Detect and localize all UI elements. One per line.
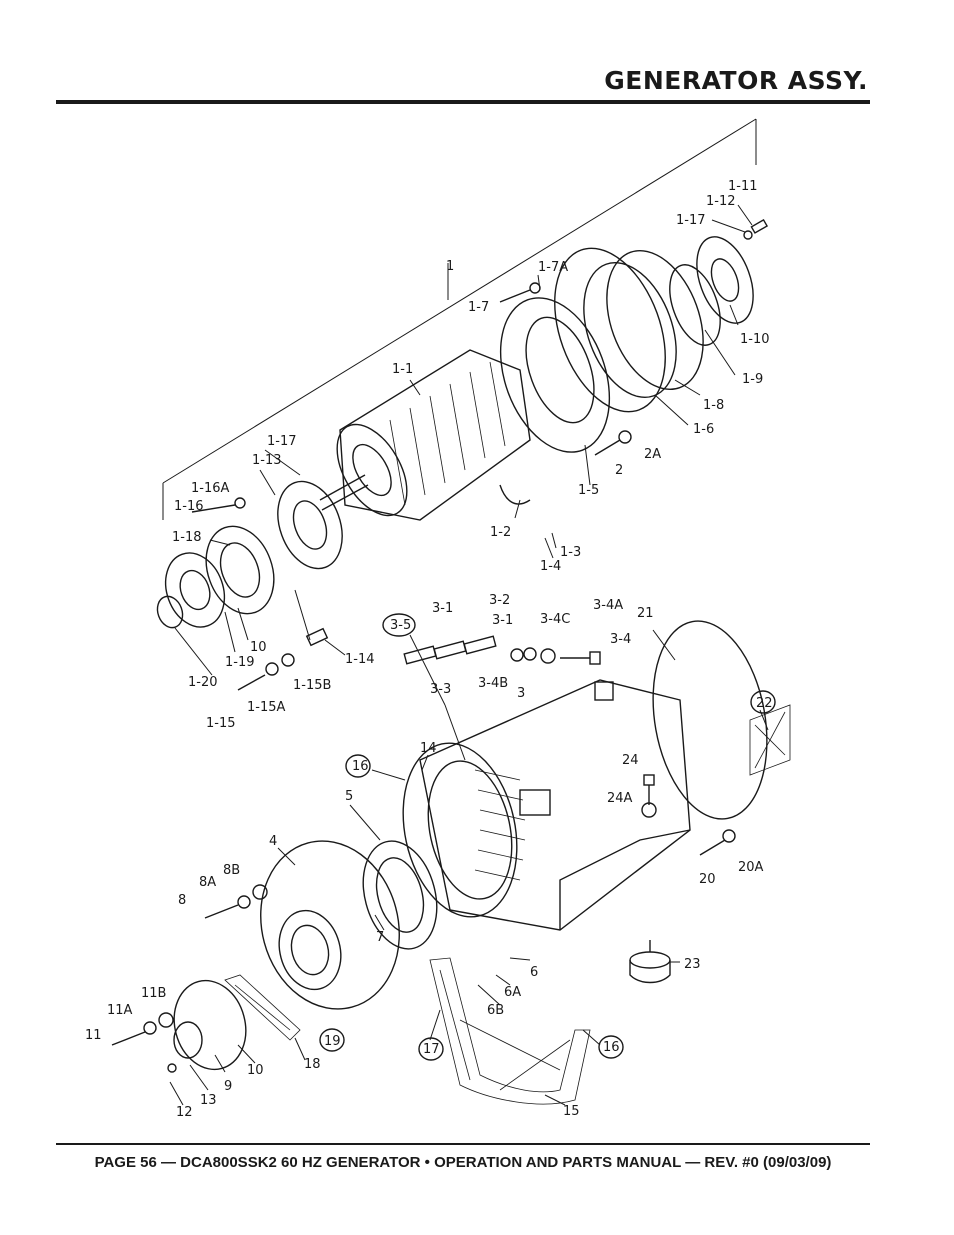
- part-label: 1-2: [490, 525, 511, 540]
- part-label: 18: [304, 1057, 321, 1072]
- part-label: 13: [200, 1093, 217, 1108]
- part-label: 16: [352, 759, 369, 774]
- footer-rule: [56, 1143, 870, 1145]
- end-plates: [669, 236, 754, 346]
- part-label: 21: [637, 606, 654, 621]
- part-label: 22: [756, 696, 773, 711]
- header-rule: [56, 100, 870, 104]
- page-title: GENERATOR ASSY.: [604, 66, 868, 95]
- part-label: 14: [420, 741, 437, 756]
- part-label: 1-13: [252, 453, 282, 468]
- part-label: 1-4: [540, 559, 561, 574]
- page-footer: PAGE 56 — DCA800SSK2 60 HZ GENERATOR • O…: [94, 1154, 832, 1171]
- part-label: 1-15: [206, 716, 236, 731]
- part-label: 10: [247, 1063, 264, 1078]
- part-label: 12: [176, 1105, 193, 1120]
- part-label: 3-4: [610, 632, 631, 647]
- screen-bands: [224, 957, 591, 1105]
- rotor-group-bracket: [162, 118, 757, 520]
- fan-ring: [583, 249, 704, 399]
- part-label: 1-5: [578, 483, 599, 498]
- part-label: 1-20: [188, 675, 218, 690]
- part-labels: 1-111-121-171-7A1-711-101-91-81-61-12A21…: [85, 179, 773, 1120]
- cover-band: [652, 620, 791, 820]
- brush-holder-set: [403, 635, 601, 665]
- part-label: 9: [224, 1079, 232, 1094]
- part-label: 11B: [141, 986, 166, 1001]
- part-label: 16: [603, 1040, 620, 1055]
- part-label: 3-1: [432, 601, 453, 616]
- part-label: 1: [446, 259, 454, 274]
- part-label: 1-15A: [247, 700, 286, 715]
- part-label: 2: [615, 463, 623, 478]
- part-label: 8A: [199, 875, 216, 890]
- leader-lines: [169, 204, 769, 1106]
- part-label: 1-12: [706, 194, 736, 209]
- part-label: 3-3: [430, 682, 451, 697]
- part-label: 1-15B: [293, 678, 331, 693]
- part-label: 6B: [487, 1003, 504, 1018]
- exciter-stator: [362, 840, 438, 950]
- part-label: 23: [684, 957, 701, 972]
- part-label: 1-11: [728, 179, 758, 194]
- part-label: 1-16A: [191, 481, 230, 496]
- bearing-cover: [111, 979, 247, 1073]
- bracket-bolts: [204, 884, 268, 919]
- part-label: 1-17: [676, 213, 706, 228]
- part-label: 1-16: [174, 499, 204, 514]
- part-label: 17: [423, 1042, 440, 1057]
- part-label: 3-4A: [593, 598, 623, 613]
- stator-frame: [402, 679, 691, 931]
- bearing-end-assembly: [156, 480, 343, 629]
- part-label: 8B: [223, 863, 240, 878]
- part-label: 1-19: [225, 655, 255, 670]
- lower-left-bolts: [237, 589, 329, 691]
- part-label: 7: [376, 930, 384, 945]
- part-label: 15: [563, 1104, 580, 1119]
- part-label: 20: [699, 872, 716, 887]
- part-label: 1-14: [345, 652, 375, 667]
- part-label: 1-17: [267, 434, 297, 449]
- part-label: 3-4C: [540, 612, 570, 627]
- part-label: 1-7A: [538, 260, 568, 275]
- part-label: 20A: [738, 860, 764, 875]
- circled-callouts: [319, 613, 776, 1061]
- part-label: 2A: [644, 447, 661, 462]
- part-label: 11: [85, 1028, 102, 1043]
- part-label: 1-8: [703, 398, 724, 413]
- part-label: 3-4B: [478, 676, 508, 691]
- misc-hardware: [629, 774, 736, 984]
- part-label: 1-1: [392, 362, 413, 377]
- part-label: 1-18: [172, 530, 202, 545]
- part-label: 3-2: [489, 593, 510, 608]
- part-label: 1-7: [468, 300, 489, 315]
- end-bracket: [260, 840, 400, 1010]
- coupling-disc: [499, 247, 666, 453]
- part-label: 6: [530, 965, 538, 980]
- part-label: 1-9: [742, 372, 763, 387]
- part-label: 1-3: [560, 545, 581, 560]
- part-label: 24A: [607, 791, 633, 806]
- part-label: 19: [324, 1034, 341, 1049]
- part-label: 4: [269, 834, 277, 849]
- part-label: 1-10: [740, 332, 770, 347]
- part-label: 24: [622, 753, 639, 768]
- part-label: 3: [517, 686, 525, 701]
- top-right-bolts: [499, 218, 769, 456]
- rotor-assembly: [319, 349, 531, 521]
- part-label: 1-6: [693, 422, 714, 437]
- part-label: 3-1: [492, 613, 513, 628]
- part-label: 5: [345, 789, 353, 804]
- part-label: 6A: [504, 985, 521, 1000]
- part-label: 10: [250, 640, 267, 655]
- part-label: 8: [178, 893, 186, 908]
- part-label: 3-5: [390, 618, 411, 633]
- part-label: 11A: [107, 1003, 133, 1018]
